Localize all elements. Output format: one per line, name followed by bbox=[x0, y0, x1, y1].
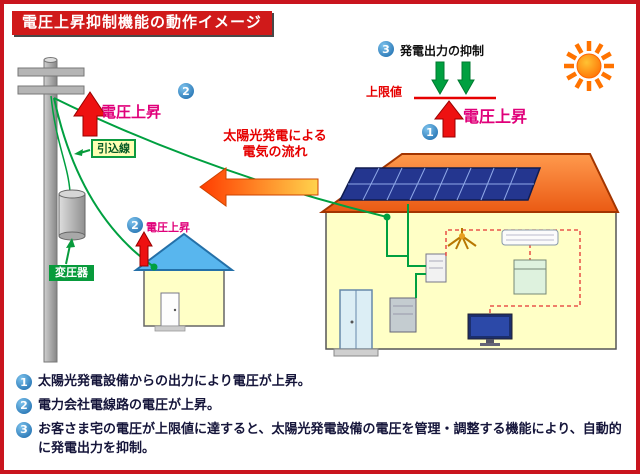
crossarm-lower bbox=[17, 85, 85, 95]
voltage-rise-arrow-pole bbox=[73, 91, 107, 137]
large-house-step bbox=[333, 348, 379, 357]
step-badge-3: 3 bbox=[378, 41, 394, 57]
upper-limit-label: 上限値 bbox=[366, 85, 403, 99]
solar-flow-caption-line1: 太陽光発電による bbox=[223, 129, 327, 144]
voltage-rise-label-large: 電圧上昇 bbox=[463, 107, 528, 126]
note-item-1: 1 太陽光発電設備からの出力により電圧が上昇。 bbox=[16, 373, 630, 392]
note-text-2: 電力会社電線路の電圧が上昇。 bbox=[38, 397, 221, 413]
page-title: 電圧上昇抑制機能の動作イメージ bbox=[12, 11, 272, 35]
note-item-2: 2 電力会社電線路の電圧が上昇。 bbox=[16, 397, 630, 416]
solar-panel-array bbox=[338, 167, 542, 201]
electricity-flow-arrow bbox=[199, 167, 319, 207]
large-house bbox=[318, 153, 620, 357]
note-badge-2: 2 bbox=[16, 397, 32, 414]
note-item-3: 3 お客さま宅の電圧が上限値に達すると、太陽光発電設備の電圧を管理・調整する機能… bbox=[16, 421, 630, 459]
ceiling-light-icon bbox=[447, 228, 477, 250]
small-house bbox=[133, 232, 235, 332]
step-badge-2-pole: 2 bbox=[178, 83, 194, 99]
service-wire-tag: 引込線 bbox=[91, 139, 136, 158]
output-suppression-arrow-1 bbox=[431, 61, 449, 96]
transformer-tag: 変圧器 bbox=[49, 265, 94, 281]
note-badge-3: 3 bbox=[16, 421, 32, 438]
notes-list: 1 太陽光発電設備からの出力により電圧が上昇。 2 電力会社電線路の電圧が上昇。… bbox=[16, 373, 630, 463]
service-connection-dot-large bbox=[383, 213, 391, 221]
power-line-to-small-house bbox=[53, 97, 155, 268]
small-house-door bbox=[160, 292, 180, 327]
note-badge-1: 1 bbox=[16, 374, 32, 390]
interior-green-wires bbox=[386, 204, 426, 298]
note-text-3: お客さま宅の電圧が上限値に達すると、太陽光発電設備の電圧を管理・調整する機能によ… bbox=[38, 421, 622, 456]
diagram-artwork bbox=[17, 41, 620, 363]
step-badge-1: 1 bbox=[422, 124, 438, 140]
air-conditioner-icon bbox=[501, 229, 559, 246]
voltage-rise-arrow-small-house bbox=[135, 230, 153, 267]
service-connection-dot-small bbox=[150, 263, 158, 271]
sun-icon bbox=[564, 41, 614, 91]
power-conditioner bbox=[389, 297, 417, 333]
distribution-board bbox=[425, 253, 447, 283]
refrigerator-icon bbox=[513, 259, 547, 295]
small-house-roof bbox=[133, 232, 235, 271]
solar-flow-caption: 太陽光発電による 電気の流れ bbox=[205, 129, 345, 162]
crossarm-upper bbox=[17, 67, 85, 77]
voltage-rise-arrow-large-house bbox=[433, 100, 465, 138]
voltage-rise-label-pole: 電圧上昇 bbox=[101, 103, 162, 121]
note-text-1: 太陽光発電設備からの出力により電圧が上昇。 bbox=[38, 374, 311, 389]
solar-flow-caption-line2: 電気の流れ bbox=[242, 145, 308, 161]
service-wire-pointer bbox=[74, 149, 91, 156]
television-icon bbox=[467, 313, 513, 346]
small-house-wall bbox=[143, 267, 225, 327]
output-suppression-arrow-2 bbox=[457, 61, 475, 96]
voltage-rise-label-small: 電圧上昇 bbox=[146, 221, 190, 234]
small-house-step bbox=[154, 325, 186, 332]
transformer-cylinder bbox=[50, 95, 86, 241]
transformer-label-pointer bbox=[65, 238, 75, 265]
step-badge-2-small-house: 2 bbox=[127, 217, 143, 233]
output-suppression-label: 発電出力の抑制 bbox=[400, 44, 485, 58]
utility-pole bbox=[17, 57, 85, 363]
